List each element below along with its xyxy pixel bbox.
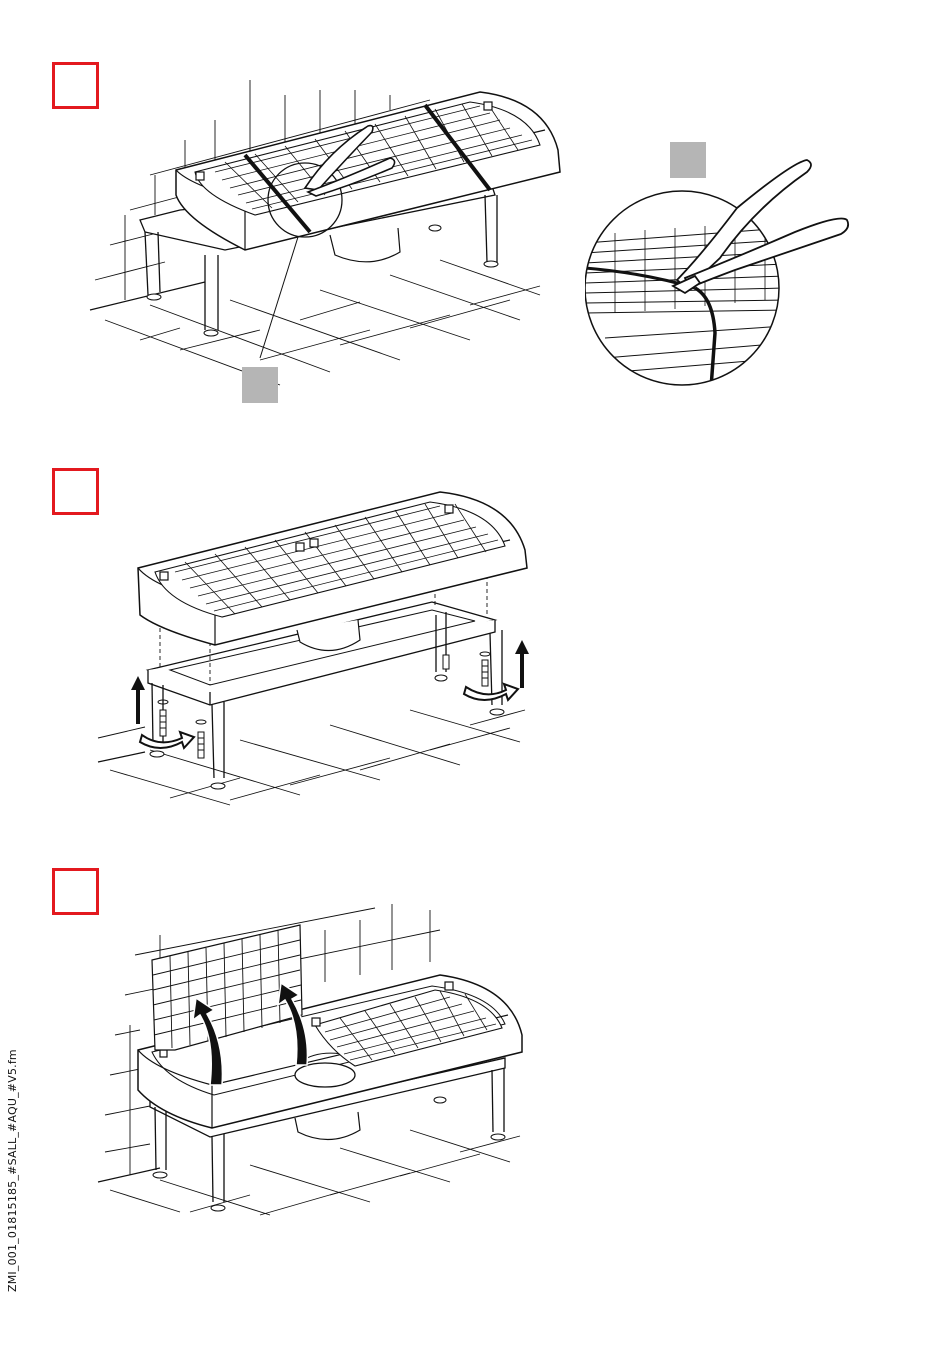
floor-tiles xyxy=(110,1130,520,1215)
step-2-illustration xyxy=(0,480,950,840)
step-1-detail-view xyxy=(585,148,885,408)
pliers-icon xyxy=(673,160,848,293)
file-name-label: ZMI_001_01815185_#SALL_#AQU_#V5.fm xyxy=(6,1049,19,1292)
floor-tiles xyxy=(110,710,525,805)
callout-marker-1 xyxy=(242,367,278,403)
step-3-illustration xyxy=(0,890,950,1240)
floor-tiles xyxy=(105,260,540,385)
